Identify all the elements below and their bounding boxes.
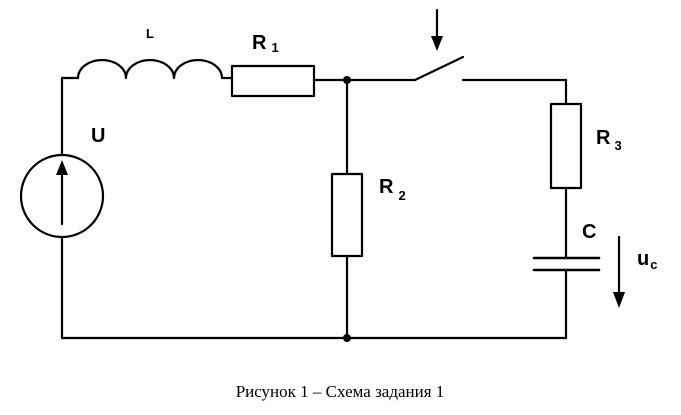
label-r3-main: R bbox=[596, 127, 611, 149]
switch-blade bbox=[413, 55, 465, 82]
junction-top bbox=[343, 76, 351, 84]
inductor-coil bbox=[76, 58, 224, 80]
label-r2-sub: 2 bbox=[398, 188, 405, 203]
label-r1-main: R bbox=[252, 32, 267, 54]
resistor-r2 bbox=[330, 172, 364, 258]
label-uc: uc bbox=[637, 248, 657, 272]
voltage-source bbox=[19, 153, 105, 239]
label-r1-sub: 1 bbox=[271, 40, 278, 55]
switch-arrow-head bbox=[431, 36, 443, 51]
label-uc-sub: c bbox=[650, 257, 657, 272]
uc-arrow-head bbox=[613, 292, 625, 308]
label-uc-main: u bbox=[637, 248, 649, 270]
label-source: U bbox=[91, 125, 105, 147]
label-capacitor: C bbox=[582, 221, 596, 243]
source-arrow-head bbox=[56, 160, 68, 175]
junction-bottom bbox=[343, 334, 351, 342]
label-inductor: L bbox=[146, 26, 154, 41]
resistor-r3 bbox=[549, 102, 583, 190]
resistor-r1 bbox=[230, 64, 316, 98]
label-r3-sub: 3 bbox=[614, 138, 621, 153]
figure-caption: Рисунок 1 – Схема задания 1 bbox=[236, 382, 445, 401]
label-r2-main: R bbox=[379, 176, 394, 198]
